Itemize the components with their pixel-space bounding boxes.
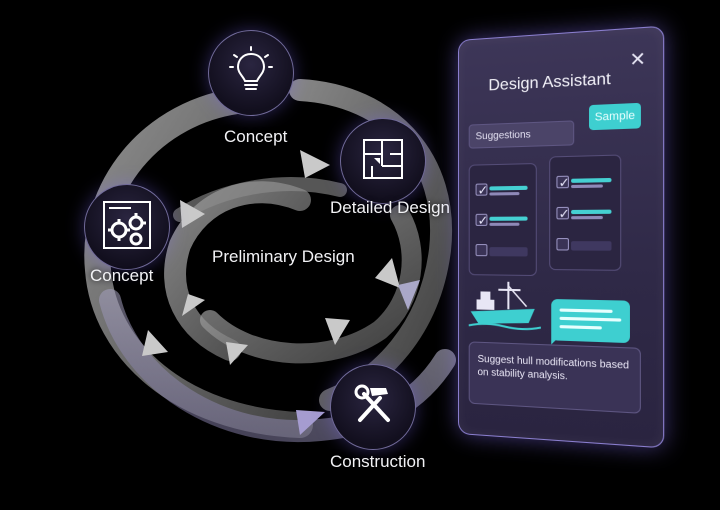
checkmark-icon: ✓ [477, 212, 489, 228]
checkbox[interactable]: ✓ [556, 174, 570, 191]
list-item[interactable]: ✓ [475, 179, 530, 200]
gears-icon [101, 199, 153, 256]
list-item[interactable]: ✓ [556, 171, 613, 193]
concept-top-node [208, 30, 294, 116]
arrowhead [398, 280, 420, 310]
list-item[interactable] [556, 234, 613, 255]
checkbox[interactable]: ✓ [475, 182, 489, 198]
checkmark-icon: ✓ [558, 205, 570, 222]
chat-bubble [551, 298, 630, 344]
arrowhead [375, 258, 400, 288]
arrowhead [300, 150, 330, 178]
item-bar [489, 192, 520, 196]
bubble-line [559, 308, 613, 313]
preliminary-design-label: Preliminary Design [212, 247, 355, 266]
checkmark-icon: ✓ [558, 174, 570, 191]
item-bar [571, 215, 603, 220]
item-bar [571, 241, 612, 251]
item-bar [571, 177, 612, 183]
blueprint-icon [360, 136, 406, 187]
arrowhead [182, 294, 205, 316]
concept-top-label: Concept [224, 127, 288, 146]
lightbulb-icon [228, 45, 274, 102]
panel-title: Design Assistant [488, 70, 611, 95]
checkbox[interactable] [475, 244, 488, 257]
item-bar [489, 216, 528, 221]
checkbox[interactable]: ✓ [475, 212, 489, 228]
close-icon[interactable]: ✕ [629, 48, 646, 71]
bubble-line [559, 325, 602, 330]
suggestion-list-right: ✓ ✓ [549, 154, 622, 271]
arrowhead [142, 330, 168, 356]
checkmark-icon: ✓ [477, 182, 489, 198]
bubble-line [559, 316, 622, 322]
design-assistant-panel: Design Assistant ✕ Suggestions Sample ✓ … [458, 25, 665, 449]
concept-left-node [84, 184, 170, 270]
checkbox[interactable]: ✓ [556, 205, 570, 222]
item-bar [489, 247, 528, 257]
chat-bubble-tail [551, 334, 562, 345]
suggestions-field[interactable]: Suggestions [468, 120, 575, 149]
item-bar [489, 185, 528, 191]
sample-button[interactable]: Sample [589, 102, 641, 131]
suggestion-list-left: ✓ ✓ [468, 162, 537, 277]
hammer-wrench-icon [350, 382, 396, 433]
suggestion-message[interactable]: Suggest hull modifications based on stab… [468, 341, 641, 414]
list-item[interactable]: ✓ [556, 202, 613, 223]
inner-arc-top [173, 177, 347, 222]
detailed-design-label: Detailed Design [330, 198, 451, 217]
construction-label: Construction [330, 452, 426, 471]
arrowhead [180, 200, 205, 228]
construction-node [330, 364, 416, 450]
list-item[interactable] [475, 240, 530, 261]
ship-icon [469, 277, 541, 334]
item-bar [571, 209, 612, 215]
arrowhead [325, 318, 350, 345]
item-bar [571, 184, 603, 189]
arrowhead [226, 342, 248, 365]
item-bar [489, 222, 520, 226]
detailed-design-node [340, 118, 426, 204]
checkbox[interactable] [556, 238, 569, 251]
concept-left-label: Concept [90, 266, 154, 285]
list-item[interactable]: ✓ [475, 209, 530, 230]
inner-arc-right [200, 205, 422, 364]
arrowhead [296, 410, 325, 435]
